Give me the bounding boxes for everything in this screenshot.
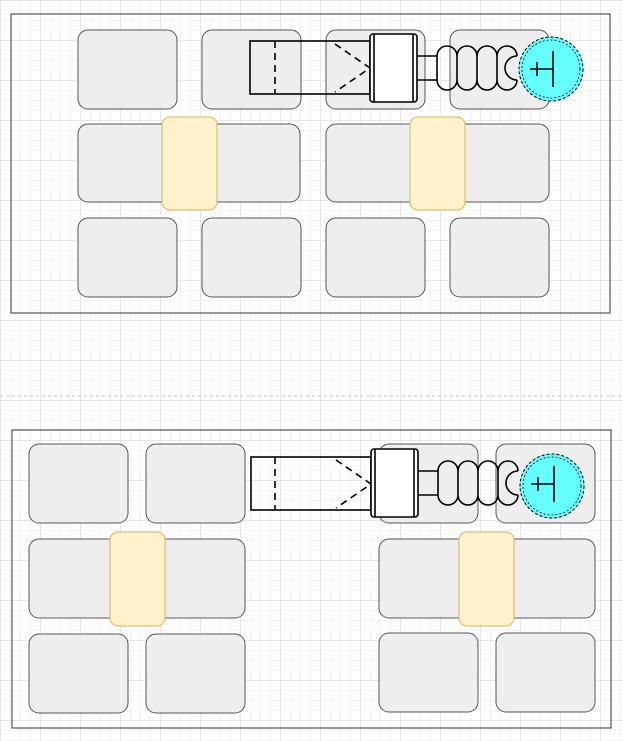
- panel-frame: [10, 13, 611, 314]
- sensor-circle[interactable]: [519, 453, 585, 519]
- highlight-block[interactable]: [109, 531, 166, 627]
- drum-body: [370, 448, 419, 518]
- block[interactable]: [495, 632, 596, 713]
- block[interactable]: [28, 443, 129, 524]
- layout-top-panel: [10, 13, 611, 314]
- block[interactable]: [325, 217, 426, 298]
- block[interactable]: [201, 217, 302, 298]
- housing-outline: [250, 456, 372, 511]
- block[interactable]: [201, 29, 302, 110]
- sensor-circle-inner: [521, 39, 581, 99]
- panel-frame: [11, 429, 612, 729]
- sensor-circle-inner: [522, 456, 582, 516]
- apparatus-symbol[interactable]: [250, 448, 585, 519]
- drum-body: [369, 33, 418, 103]
- layout-bottom-panel: [11, 429, 612, 729]
- block[interactable]: [449, 217, 550, 298]
- coil-end: [505, 470, 519, 496]
- coupling-bracket: [418, 470, 439, 496]
- highlight-block[interactable]: [458, 531, 515, 627]
- apparatus-symbol[interactable]: [249, 33, 584, 103]
- block[interactable]: [28, 633, 129, 714]
- housing-dashed-chevron: [335, 459, 373, 509]
- block[interactable]: [77, 217, 178, 298]
- block[interactable]: [77, 29, 178, 110]
- highlight-block[interactable]: [409, 116, 466, 211]
- coil-end: [504, 55, 518, 81]
- block[interactable]: [145, 633, 246, 714]
- coupling-bracket: [417, 55, 438, 81]
- block[interactable]: [378, 632, 479, 713]
- highlight-block[interactable]: [161, 116, 218, 211]
- block[interactable]: [145, 443, 246, 524]
